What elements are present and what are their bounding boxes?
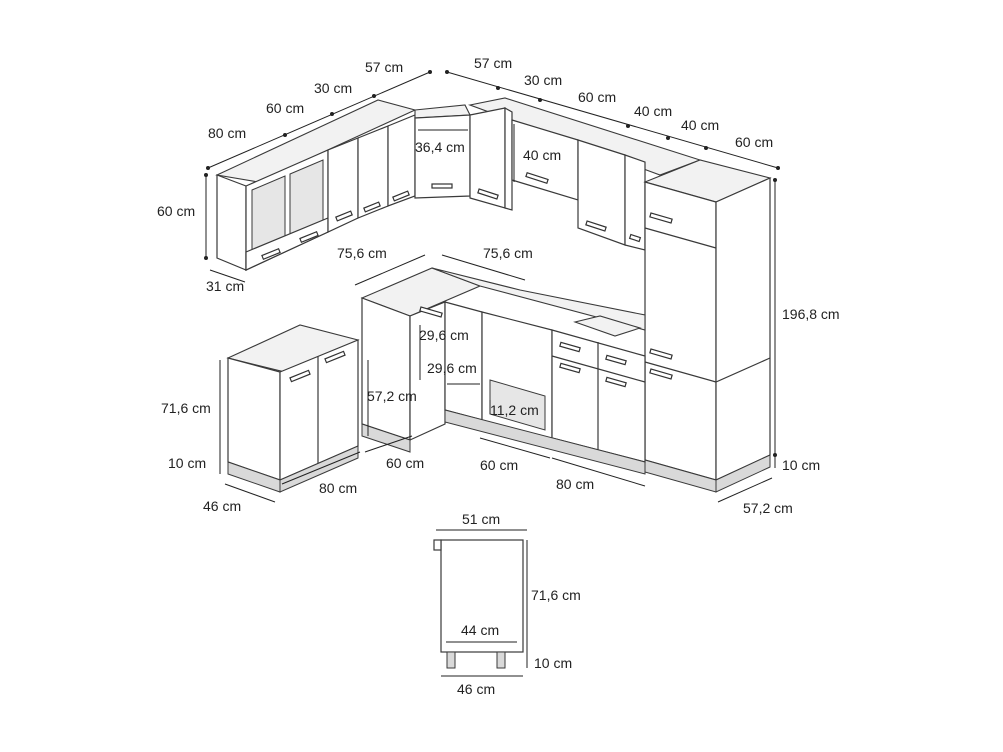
handle xyxy=(335,210,353,222)
wall-cabinet-side-left xyxy=(216,174,247,271)
label-detail-plinth: 10 cm xyxy=(534,655,572,671)
tall-plinth-side xyxy=(715,454,771,493)
label-base-80b: 80 cm xyxy=(556,476,594,492)
wall-cabinet-30c xyxy=(504,106,513,211)
label-base-corner-a: 75,6 cm xyxy=(337,245,387,261)
label-base-plinth: 10 cm xyxy=(168,455,206,471)
tall-cabinet-side xyxy=(715,177,771,481)
handle xyxy=(649,368,673,380)
label-wall-60c: 60 cm xyxy=(735,134,773,150)
handle xyxy=(419,306,443,318)
label-detail-top: 51 cm xyxy=(462,511,500,527)
label-base-60b: 60 cm xyxy=(480,457,518,473)
label-wall-80: 80 cm xyxy=(208,125,246,141)
plinth xyxy=(361,423,411,453)
handle xyxy=(261,247,281,261)
tall-divider xyxy=(715,357,771,383)
handle xyxy=(392,190,410,202)
plinth-right xyxy=(444,409,646,475)
label-wall-30a: 30 cm xyxy=(314,80,352,96)
tall-cabinet-front xyxy=(644,181,717,481)
label-corner-29a: 29,6 cm xyxy=(419,327,469,343)
section-leg xyxy=(496,651,506,669)
base-cabinet-60 xyxy=(361,297,411,441)
handle xyxy=(649,212,673,224)
handle xyxy=(649,348,673,360)
label-tall-height: 196,8 cm xyxy=(782,306,840,322)
label-wall-57b: 57 cm xyxy=(474,55,512,71)
label-corner-29b: 29,6 cm xyxy=(427,360,477,376)
label-base-depth: 46 cm xyxy=(203,498,241,514)
label-base-60a: 60 cm xyxy=(386,455,424,471)
label-oven-11: 11,2 cm xyxy=(490,402,539,418)
handle xyxy=(431,183,453,189)
handle xyxy=(585,220,607,232)
handle xyxy=(289,369,311,383)
corner-base-cabinet xyxy=(409,301,446,441)
label-wall-depth: 31 cm xyxy=(206,278,244,294)
label-detail-inner: 44 cm xyxy=(461,622,499,638)
tall-divider xyxy=(644,361,717,383)
handle xyxy=(605,354,627,366)
countertop-right xyxy=(431,267,646,331)
handle xyxy=(628,233,642,243)
base-cabinets xyxy=(226,267,646,493)
detail-section-view xyxy=(433,539,524,669)
sink-bowl xyxy=(573,315,642,337)
handle xyxy=(525,171,549,185)
label-corner-wall: 36,4 cm xyxy=(415,139,465,155)
handle xyxy=(477,188,499,200)
section-front-lip xyxy=(433,539,442,551)
label-detail-depth: 46 cm xyxy=(457,681,495,697)
label-base-height: 71,6 cm xyxy=(161,400,211,416)
label-wall-30b: 30 cm xyxy=(524,72,562,88)
tall-cabinet xyxy=(643,159,772,493)
label-base-corner-b: 75,6 cm xyxy=(483,245,533,261)
label-wall-60: 60 cm xyxy=(266,100,304,116)
label-wall-40a: 40 cm xyxy=(634,103,672,119)
wall-cabinets xyxy=(215,97,702,271)
handle xyxy=(559,362,581,374)
base-side-left xyxy=(227,357,281,481)
dimension-labels: 80 cm 60 cm 30 cm 57 cm 57 cm 30 cm 60 c… xyxy=(157,55,840,697)
label-tall-plinth: 10 cm xyxy=(782,457,820,473)
handle xyxy=(559,341,581,353)
section-leg xyxy=(446,651,456,669)
label-wall-60b: 60 cm xyxy=(578,89,616,105)
wall-cabinet-57a xyxy=(387,114,416,207)
handle xyxy=(363,201,381,213)
label-base-80: 80 cm xyxy=(319,480,357,496)
label-wall-height: 60 cm xyxy=(157,203,195,219)
label-hood-height: 40 cm xyxy=(523,147,561,163)
handle xyxy=(605,376,627,388)
dimension-lines xyxy=(204,70,780,677)
handle xyxy=(324,350,346,364)
tall-divider xyxy=(644,227,717,249)
handle xyxy=(299,230,319,244)
label-detail-height: 71,6 cm xyxy=(531,587,581,603)
label-tall-depth: 57,2 cm xyxy=(743,500,793,516)
label-corner-57: 57,2 cm xyxy=(367,388,417,404)
label-wall-57a: 57 cm xyxy=(365,59,403,75)
label-wall-40b: 40 cm xyxy=(681,117,719,133)
section-body xyxy=(440,539,524,653)
